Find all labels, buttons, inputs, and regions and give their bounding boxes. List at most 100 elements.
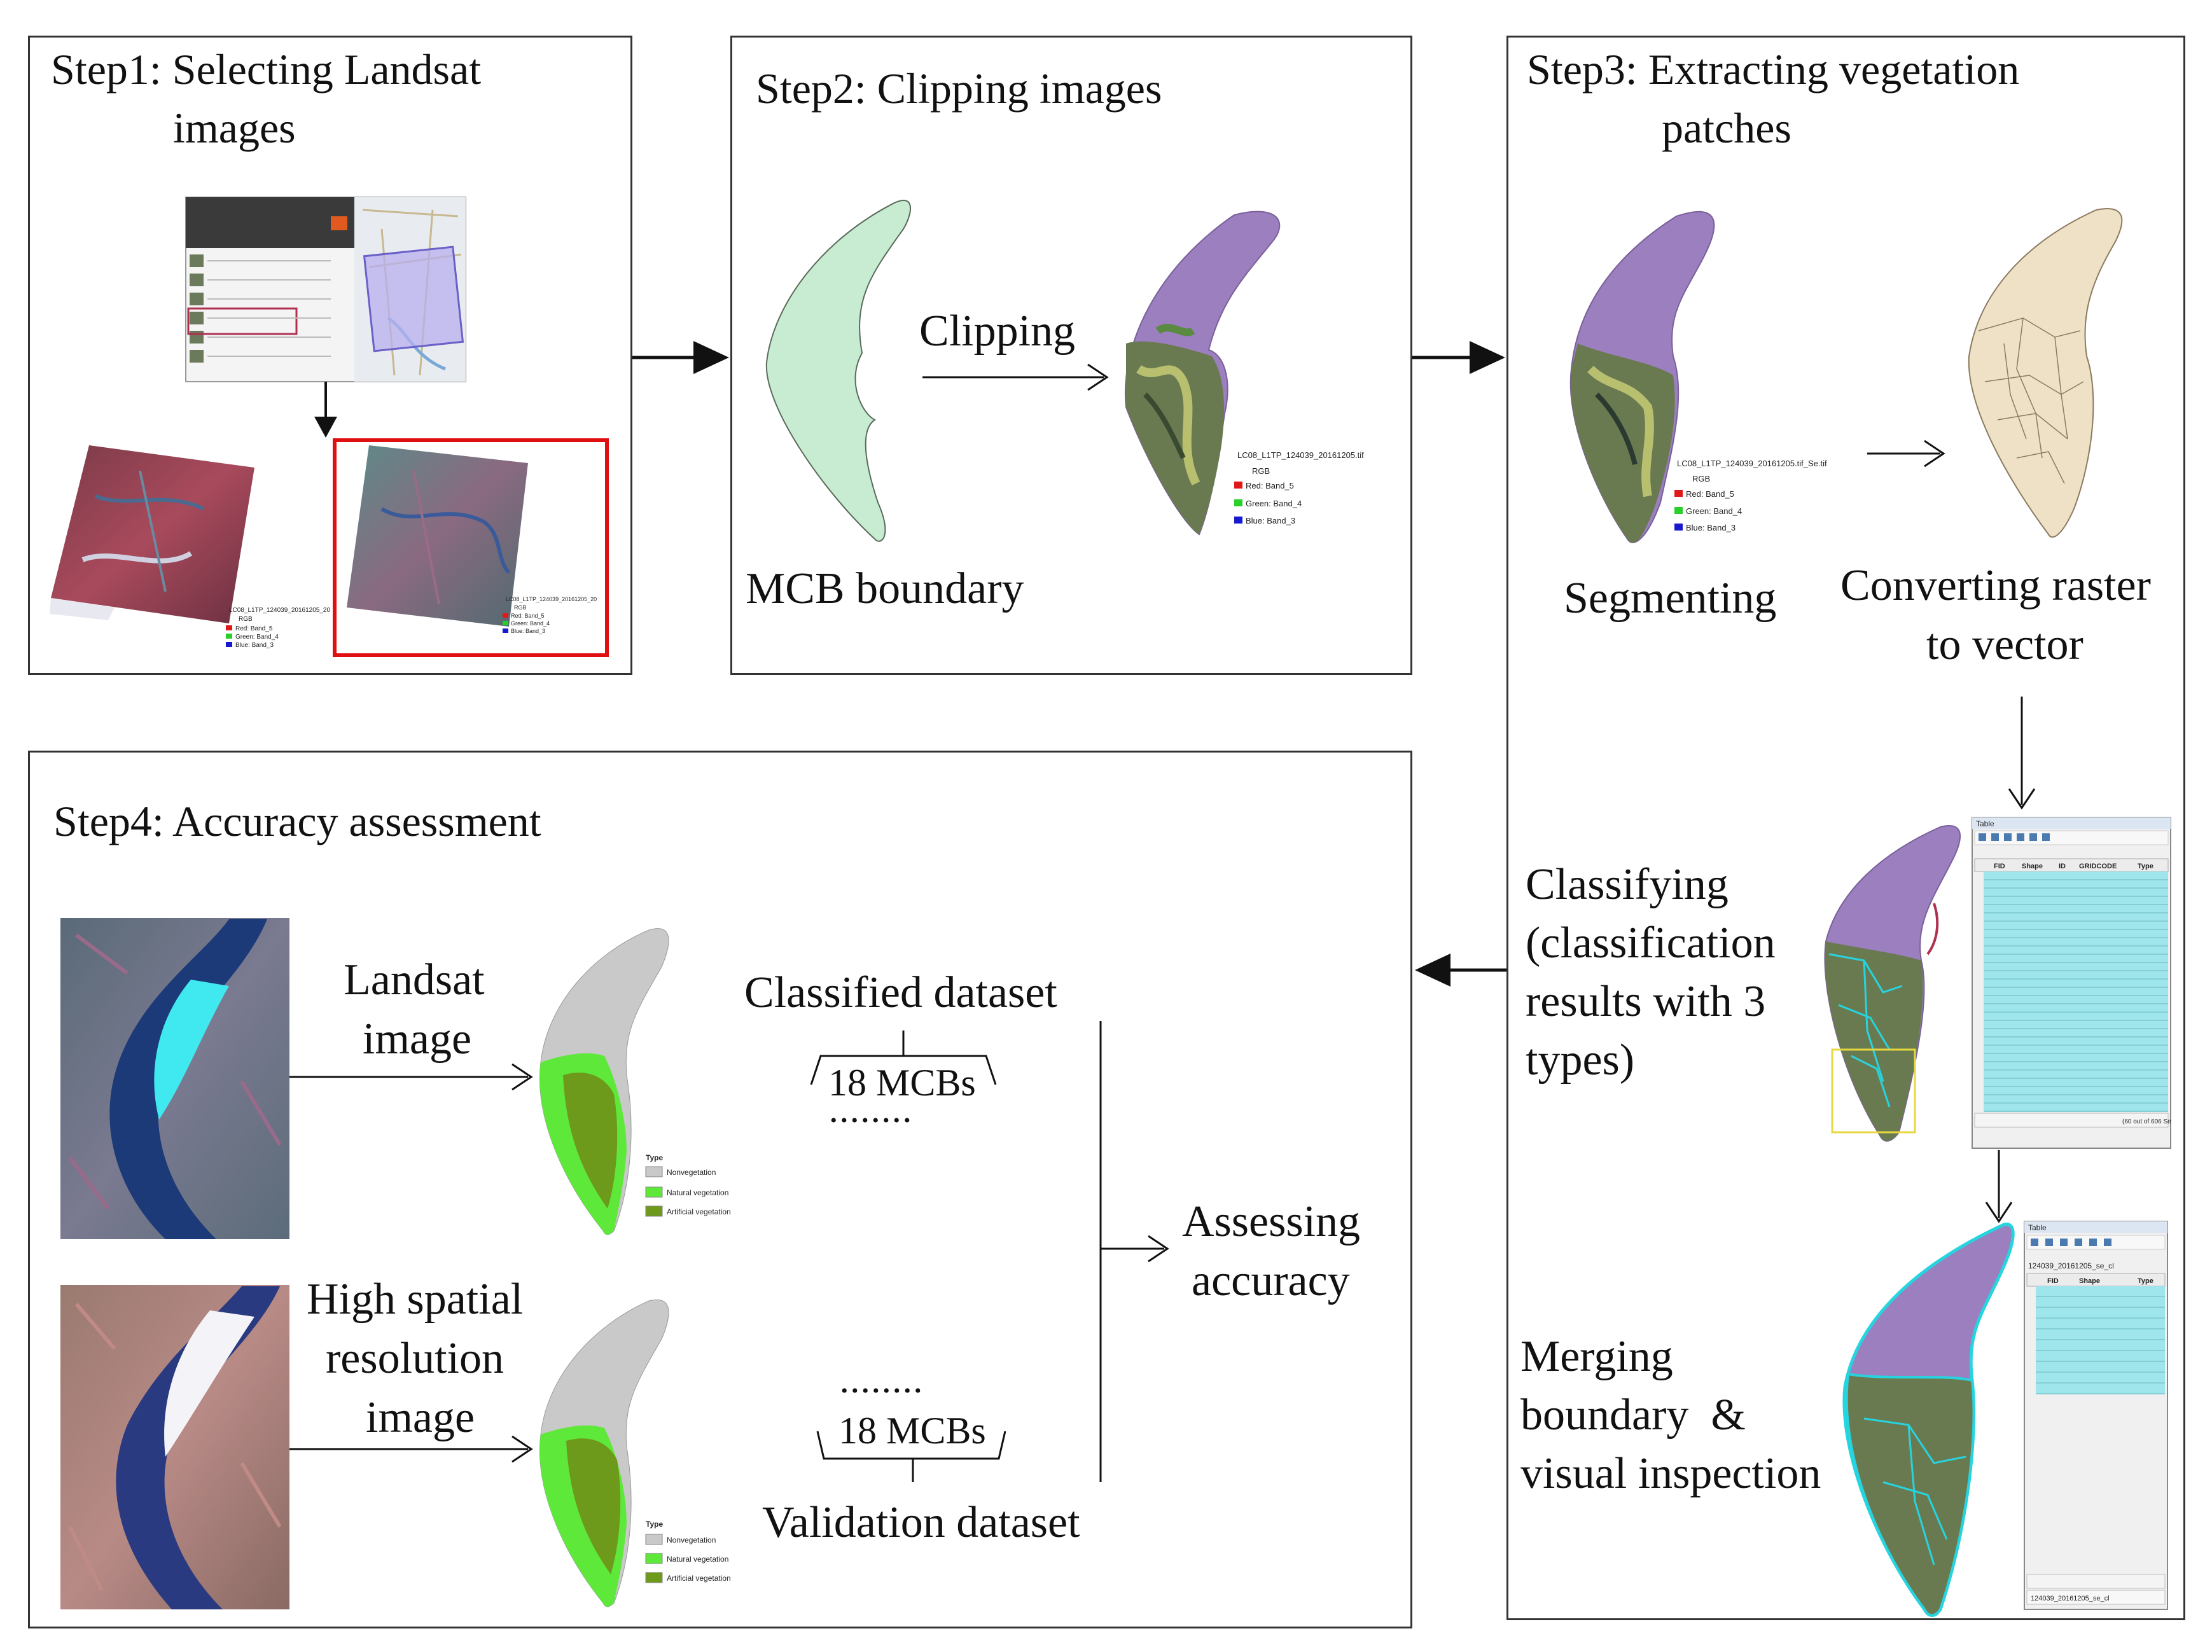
table2-name: 124039_20161205_se_cl (2028, 1261, 2114, 1270)
landsat-label-line1: Landsat (344, 955, 485, 1004)
high-res-label-line2: resolution (326, 1334, 504, 1383)
step1-title-line1: Step1: Selecting Landsat (51, 45, 482, 94)
legend2-type: Type (646, 1520, 663, 1529)
clipping-label: Clipping (919, 307, 1076, 356)
step1-legend-2-rgb: RGB (514, 604, 527, 611)
vector-patches (1968, 208, 2123, 538)
assessing-label-line1: Assessing (1182, 1197, 1361, 1246)
arrow-landsat-to-map (289, 1063, 533, 1091)
high-res-label-line1: High spatial (307, 1275, 524, 1324)
step2-legend: LC08_L1TP_124039_20161205.tif RGB Red: B… (1234, 450, 1364, 525)
legend2-artificial: Artificial vegetation (667, 1574, 731, 1583)
arrow-step2-to-step3 (1412, 341, 1505, 374)
classifying-line3: results with 3 (1526, 977, 1766, 1026)
arrow-step3-to-step4 (1415, 954, 1506, 987)
step1-legend-2-green: Green: Band_4 (511, 620, 550, 627)
step1-legend-1-green: Green: Band_4 (235, 634, 279, 641)
table1-header-shape: Shape (2022, 863, 2043, 870)
step1-legend-1-blue: Blue: Band_3 (235, 642, 274, 649)
table2-header-shape: Shape (2079, 1277, 2100, 1285)
validation-map-legend: Type Nonvegetation Natural vegetation Ar… (645, 1520, 731, 1583)
assessing-label-line2: accuracy (1192, 1256, 1350, 1305)
step3-legend-title: LC08_L1TP_124039_20161205.tif_Se.tif (1677, 459, 1827, 468)
raster-to-vector-arrow (1867, 440, 1945, 468)
usgs-explorer-screenshot (185, 197, 466, 382)
brace-bottom (816, 1431, 1006, 1482)
table1-footer: (60 out of 606 Se (2122, 1118, 2171, 1125)
landsat-scene-1 (50, 445, 254, 623)
merging-line1: Merging (1520, 1332, 1673, 1381)
legend1-nonveg: Nonvegetation (667, 1168, 716, 1177)
classifying-line4: types) (1526, 1036, 1635, 1085)
step1-legend-2-blue: Blue: Band_3 (511, 628, 545, 634)
merge-bracket (1099, 1021, 1169, 1482)
legend1-type: Type (646, 1153, 663, 1162)
mcbs-bottom-label: 18 MCBs (838, 1410, 986, 1452)
step1-title-line2: images (173, 104, 296, 152)
dots-top: •••••••• (830, 1110, 915, 1131)
table1-header-type: Type (2138, 863, 2153, 870)
step1-legend-1-rgb: RGB (239, 616, 253, 623)
converting-label-line1: Converting raster (1840, 561, 2151, 610)
step2-legend-rgb: RGB (1252, 466, 1270, 476)
step1-legend-1-red: Red: Band_5 (235, 625, 273, 632)
step2-legend-blue: Blue: Band_3 (1246, 516, 1295, 525)
merging-line2: boundary & (1520, 1391, 1746, 1440)
classified-image (1824, 825, 1961, 1142)
table1-title: Table (1976, 819, 1994, 828)
mcb-boundary-label: MCB boundary (746, 564, 1024, 613)
validation-dataset-label: Validation dataset (762, 1498, 1080, 1547)
clipped-image (1125, 211, 1281, 536)
table2-title: Table (2028, 1223, 2047, 1232)
legend2-natural: Natural vegetation (667, 1555, 728, 1564)
step1-legend-2-red: Red: Band_5 (511, 613, 545, 619)
step2-title: Step2: Clipping images (756, 64, 1162, 113)
validation-map (539, 1299, 669, 1607)
classified-map (539, 928, 669, 1235)
classifying-line1: Classifying (1526, 860, 1729, 909)
mcb-boundary-shape (765, 200, 911, 542)
arrow-to-classifying (2008, 697, 2036, 810)
brace-top (810, 1031, 997, 1085)
segmented-image (1569, 211, 1715, 543)
dots-bottom: •••••••• (841, 1380, 926, 1401)
step3-title-line2: patches (1662, 104, 1791, 152)
classified-map-legend: Type Nonvegetation Natural vegetation Ar… (645, 1153, 731, 1217)
table2-header-type: Type (2138, 1277, 2153, 1285)
step3-legend-green: Green: Band_4 (1686, 506, 1742, 516)
classifying-line2: (classification (1526, 919, 1776, 968)
step3-legend: LC08_L1TP_124039_20161205.tif_Se.tif RGB… (1674, 459, 1827, 532)
high-resolution-image (60, 1285, 289, 1609)
merged-image (1842, 1223, 2015, 1617)
landsat-image-river (60, 918, 289, 1239)
step3-legend-blue: Blue: Band_3 (1686, 523, 1736, 532)
step1-legend-1: LC08_L1TP_124039_20161205_20 RGB Red: Ba… (226, 607, 330, 649)
arrow-to-merging (1985, 1150, 2013, 1223)
arrow-highres-to-map (289, 1435, 533, 1463)
clipping-arrow (922, 363, 1109, 391)
attribute-table-2: Table 124039_20161205_se_cl FID Shape Ty… (2024, 1221, 2168, 1610)
step2-legend-green: Green: Band_4 (1246, 499, 1302, 508)
table2-header-fid: FID (2047, 1277, 2059, 1285)
step2-legend-red: Red: Band_5 (1246, 481, 1294, 490)
mcbs-top-label: 18 MCBs (828, 1062, 976, 1104)
segmenting-label: Segmenting (1564, 574, 1777, 623)
table2-footer: 124039_20161205_se_cl (2031, 1595, 2110, 1602)
table1-header-fid: FID (1994, 863, 2005, 870)
landsat-label-line2: image (363, 1015, 472, 1064)
attribute-table-1: Table FID Shape ID GRIDCODE Type (60 out… (1972, 817, 2171, 1149)
high-res-label-line3: image (366, 1393, 475, 1442)
converting-label-line2: to vector (1926, 620, 2083, 669)
table1-header-id: ID (2059, 863, 2066, 870)
arrow-step1-to-step2 (632, 341, 729, 374)
classified-dataset-label: Classified dataset (744, 968, 1057, 1017)
step1-down-arrow (314, 382, 337, 438)
step1-legend-1-title: LC08_L1TP_124039_20161205_20 (229, 607, 330, 614)
table1-header-gridcode: GRIDCODE (2079, 863, 2117, 870)
step2-legend-title: LC08_L1TP_124039_20161205.tif (1237, 450, 1364, 460)
legend2-nonveg: Nonvegetation (667, 1536, 716, 1544)
step3-title-line1: Step3: Extracting vegetation (1527, 45, 2020, 94)
step1-legend-2-title: LC08_L1TP_124039_20161205_20 (506, 596, 597, 602)
step3-legend-red: Red: Band_5 (1686, 489, 1734, 499)
